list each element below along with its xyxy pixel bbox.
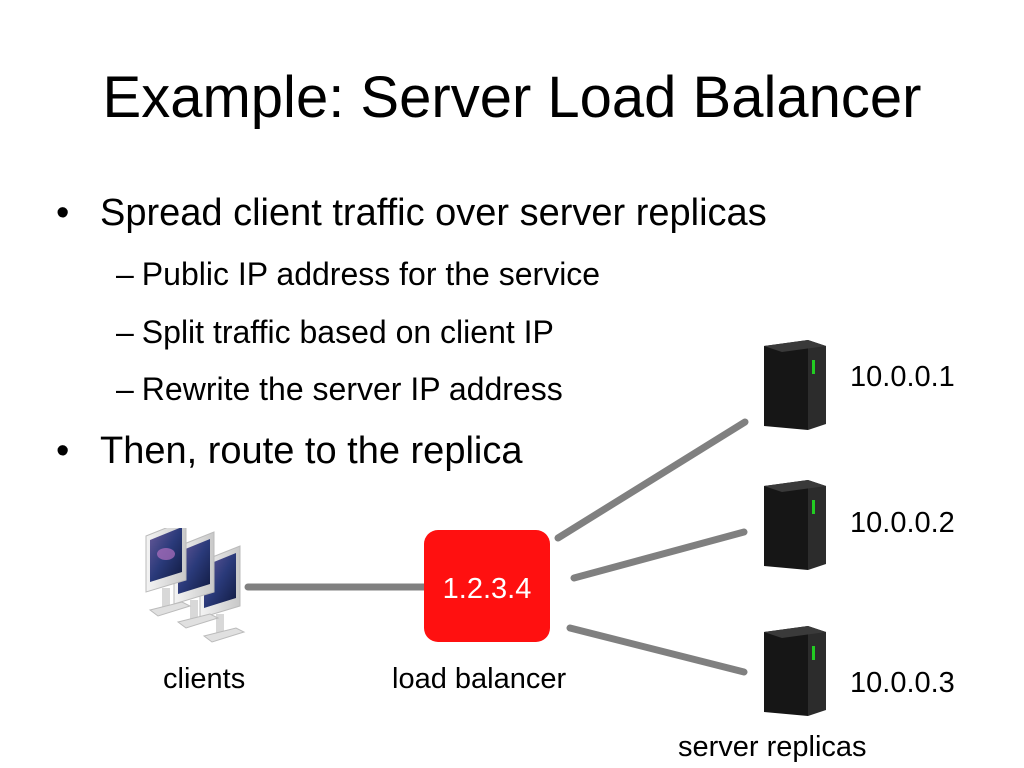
sub-bullet-marker: – (116, 256, 134, 292)
server-replicas-label: server replicas (678, 731, 867, 763)
server-ip-label: 10.0.0.1 (850, 361, 955, 393)
sub-bullet-text: Public IP address for the service (141, 256, 601, 292)
bullet-text: Then, route to the replica (100, 430, 523, 472)
clients-computers-icon (145, 528, 246, 643)
server-ip-label: 10.0.0.3 (850, 667, 955, 699)
bullet-marker: • (56, 430, 70, 472)
bullet-item: • Spread client traffic over server repl… (56, 190, 767, 236)
sub-bullet-item: –Public IP address for the service (116, 254, 600, 294)
sub-bullet-text: Split traffic based on client IP (141, 314, 554, 350)
server-ip-label: 10.0.0.2 (850, 507, 955, 539)
server-tower-icon (764, 626, 826, 716)
connector-lb-to-server-2 (570, 528, 748, 582)
server-tower-icon (764, 480, 826, 570)
sub-bullet-text: Rewrite the server IP address (141, 371, 563, 407)
clients-label: clients (163, 663, 246, 695)
sub-bullet-marker: – (116, 371, 134, 407)
slide-title: Example: Server Load Balancer (102, 65, 922, 130)
connector-lb-to-server-3 (566, 624, 748, 676)
sub-bullet-item: –Split traffic based on client IP (116, 312, 554, 352)
server-tower-icon (764, 340, 826, 430)
bullet-text: Spread client traffic over server replic… (100, 192, 767, 234)
sub-bullet-item: –Rewrite the server IP address (116, 369, 563, 409)
connector-lb-to-server-1 (554, 418, 749, 542)
sub-bullet-marker: – (116, 314, 134, 350)
load-balancer-ip: 1.2.3.4 (442, 573, 532, 605)
bullet-item: • Then, route to the replica (56, 428, 523, 474)
load-balancer-box (424, 530, 550, 642)
bullet-marker: • (56, 192, 70, 234)
load-balancer-label: load balancer (392, 663, 567, 695)
